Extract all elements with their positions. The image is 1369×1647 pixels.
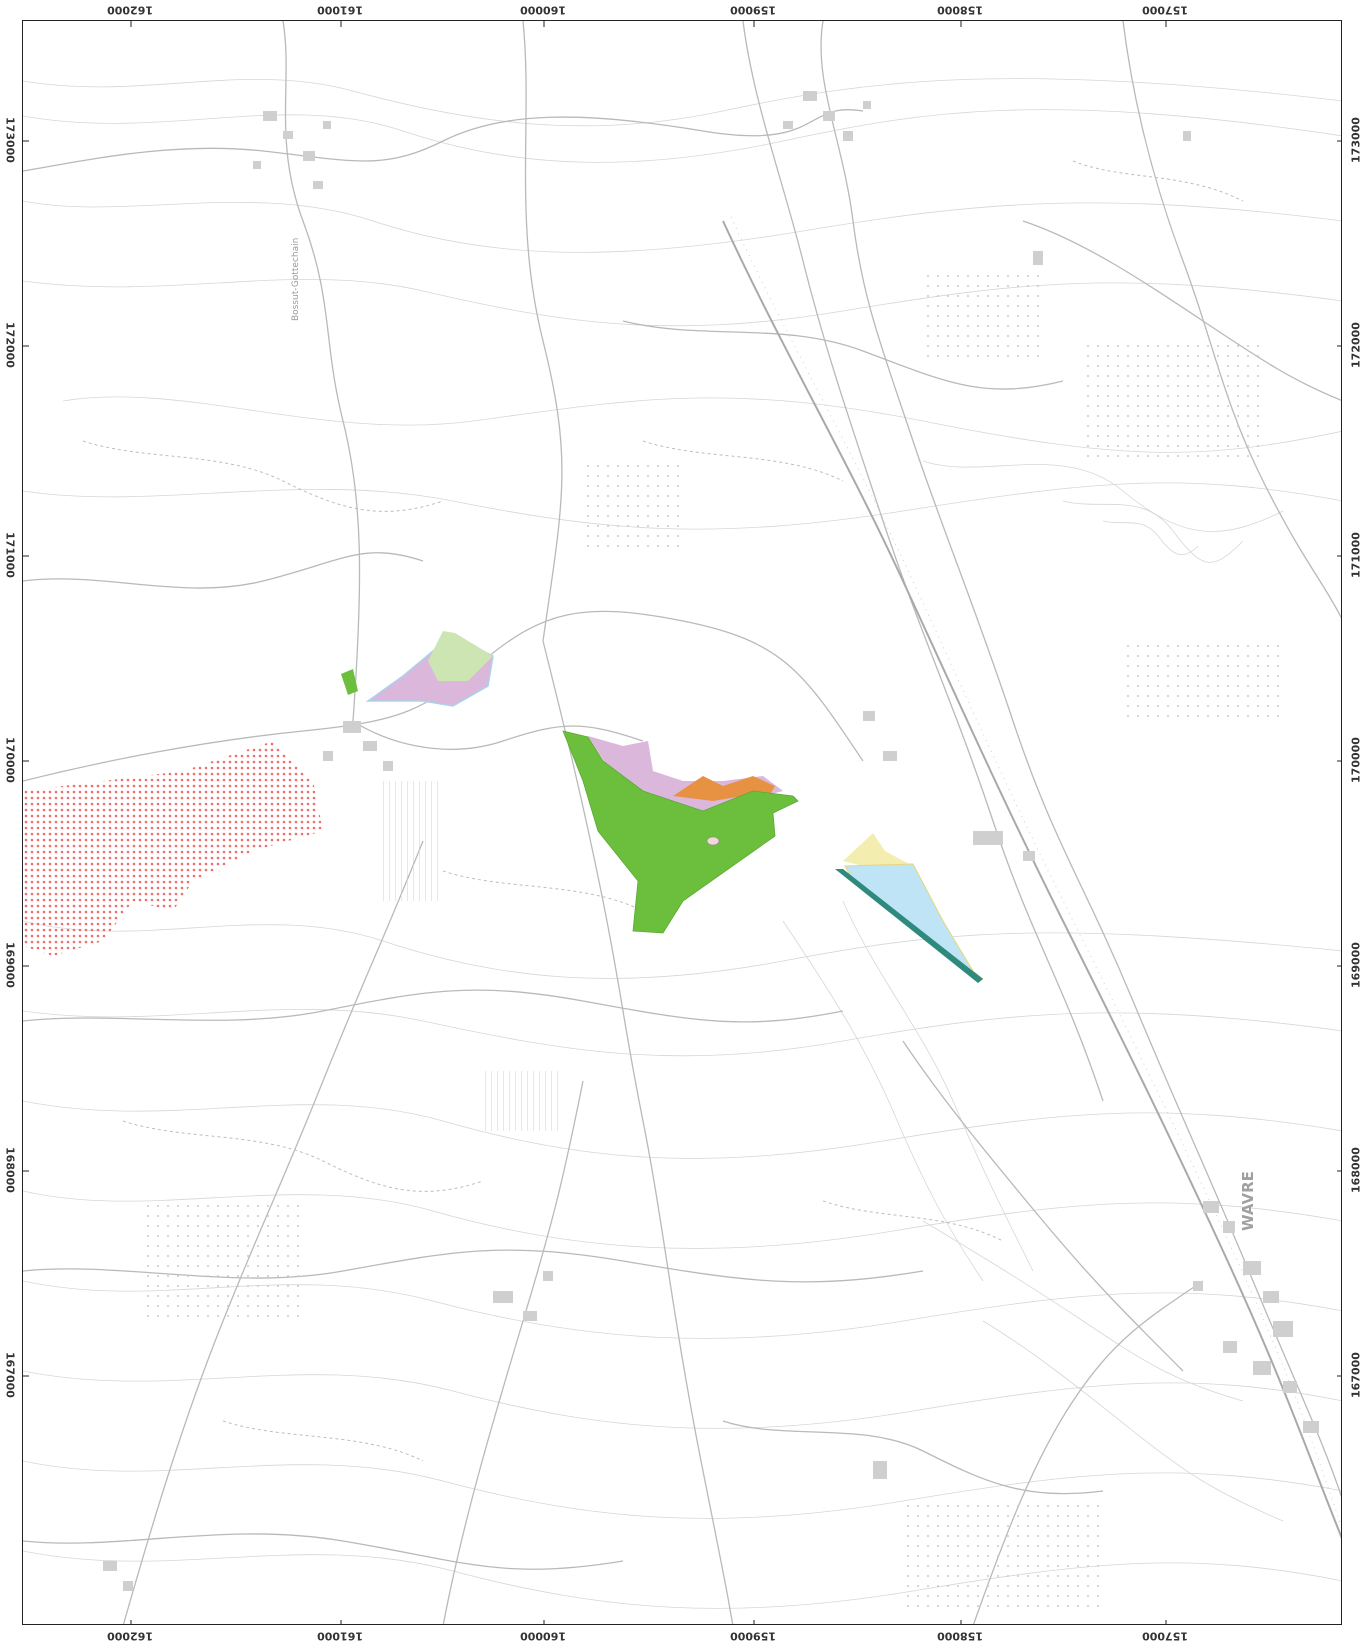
right-tick-label: 172000 — [1349, 322, 1363, 368]
zone-green-central[interactable] — [562, 730, 799, 934]
zone-east-group[interactable] — [835, 833, 984, 983]
bottom-tick-label: 162000 — [107, 1629, 153, 1643]
place-name: Bossut-Gottechain — [291, 238, 301, 321]
zone-teal-east[interactable] — [835, 869, 983, 983]
left-tick-label: 172000 — [3, 322, 17, 368]
zone-central-group[interactable] — [562, 730, 799, 934]
top-tick-label: 159000 — [730, 3, 776, 17]
top-tick-label: 162000 — [107, 3, 153, 17]
map-frame[interactable]: Bossut-Gottechain WAVRE — [22, 20, 1342, 1625]
zone-blue-east[interactable] — [844, 863, 984, 980]
left-tick-label: 170000 — [3, 737, 17, 783]
right-tick-label: 167000 — [1349, 1352, 1363, 1398]
zone-north-group[interactable] — [341, 631, 494, 707]
right-tick-label: 173000 — [1349, 117, 1363, 163]
right-tick-label: 171000 — [1349, 532, 1363, 578]
footpaths — [82, 160, 1244, 1462]
top-tick-label: 160000 — [520, 3, 566, 17]
zone-red-dotted[interactable] — [23, 741, 323, 956]
bottom-tick-label: 161000 — [317, 1629, 363, 1643]
top-tick-label: 158000 — [937, 3, 983, 17]
railway-ties — [730, 216, 1341, 1527]
zone-green-north[interactable] — [341, 669, 358, 695]
right-tick-label: 170000 — [1349, 737, 1363, 783]
central-clearing — [706, 836, 720, 846]
bottom-tick-label: 158000 — [937, 1629, 983, 1643]
zone-yellow-east[interactable] — [843, 833, 913, 871]
bottom-tick-label: 160000 — [520, 1629, 566, 1643]
bottom-tick-label: 157000 — [1142, 1629, 1188, 1643]
left-tick-label: 169000 — [3, 942, 17, 988]
top-tick-label: 161000 — [317, 3, 363, 17]
orchard-areas — [143, 271, 1283, 1611]
left-tick-label: 171000 — [3, 532, 17, 578]
settlement-buildings — [103, 91, 1319, 1591]
top-tick-label: 157000 — [1142, 3, 1188, 17]
town-name: WAVRE — [1239, 1171, 1257, 1231]
bottom-tick-label: 159000 — [730, 1629, 776, 1643]
railway-line — [722, 220, 1341, 1539]
left-tick-label: 167000 — [3, 1352, 17, 1398]
map-canvas[interactable]: Bossut-Gottechain WAVRE — [23, 21, 1342, 1625]
left-tick-label: 173000 — [3, 117, 17, 163]
right-tick-label: 168000 — [1349, 1147, 1363, 1193]
right-tick-label: 169000 — [1349, 942, 1363, 988]
frame-ticks — [23, 21, 1341, 1624]
contour-lines — [23, 78, 1341, 1609]
left-tick-label: 168000 — [3, 1147, 17, 1193]
zone-lightgreen-north[interactable] — [428, 631, 493, 681]
